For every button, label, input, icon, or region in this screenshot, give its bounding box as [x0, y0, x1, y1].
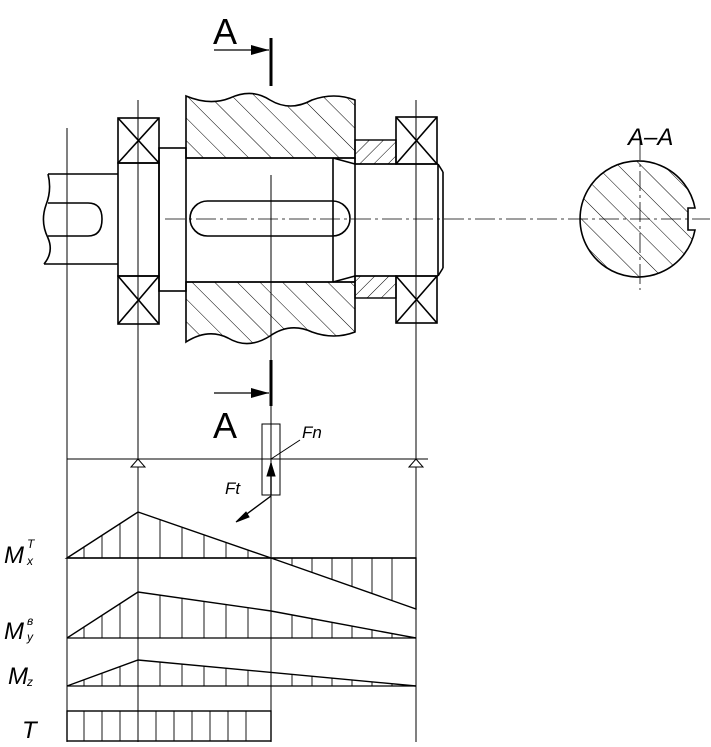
section-cut-bottom — [214, 360, 273, 406]
label-mz-main: M — [8, 663, 28, 690]
torque-diagram — [66, 710, 272, 742]
moment-diagram-mz — [66, 659, 417, 687]
force-label-normal: Fn — [302, 423, 322, 442]
label-t: T — [22, 717, 39, 744]
load-scheme — [67, 423, 428, 523]
section-view-title: A–A — [626, 124, 673, 151]
force-label-tangential: Ft — [225, 479, 241, 498]
section-label-bottom: A — [213, 405, 237, 446]
moment-diagram-mx — [64, 511, 417, 610]
label-mx-sub: x — [26, 554, 34, 568]
label-mx-sup: T — [27, 537, 36, 551]
label-my-sub: y — [26, 630, 34, 644]
label-mz-sub: z — [26, 675, 33, 689]
hub-section — [185, 92, 397, 345]
label-mx-main: M — [4, 542, 24, 569]
section-view-circle — [579, 160, 696, 278]
label-my-main: M — [4, 618, 24, 645]
moment-diagram-my — [66, 591, 417, 639]
label-my-sup: в — [27, 614, 33, 628]
projection-lines — [66, 100, 417, 742]
section-label-top: A — [213, 11, 237, 52]
section-cut-top — [214, 38, 273, 86]
